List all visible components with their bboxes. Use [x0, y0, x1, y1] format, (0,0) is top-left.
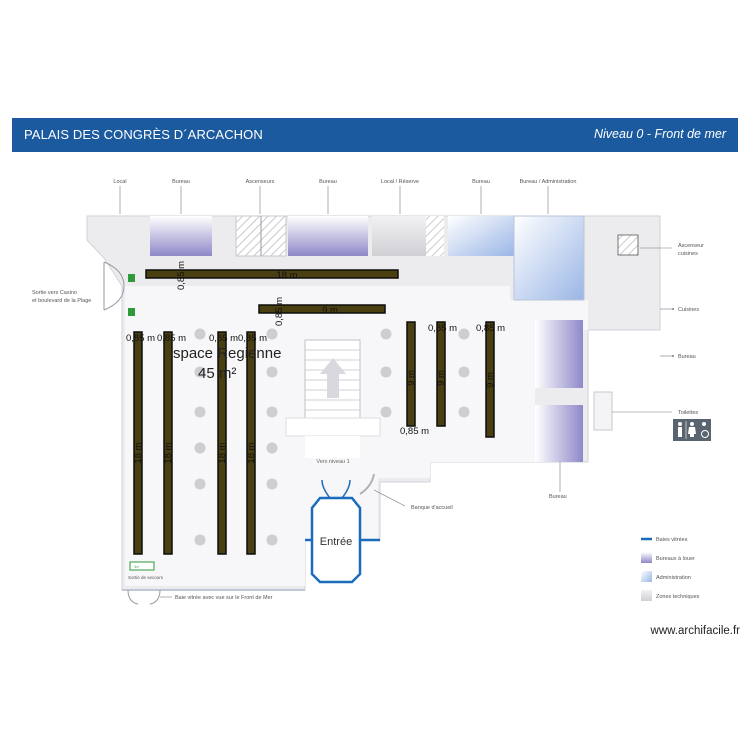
label-bureau-2: Bureau — [319, 179, 337, 185]
bar-v4-length: 18 m — [246, 442, 257, 463]
bar-v2-length: 18 m — [163, 442, 174, 463]
label-toilettes: Toilettes — [678, 410, 698, 416]
local-reserve-room — [372, 216, 426, 256]
label-sortie-casino: Sortie vers Casino — [32, 290, 77, 296]
label-local-reserve: Local / Réserve — [381, 179, 419, 185]
bar-v5-length: 9 m — [406, 370, 417, 386]
label-bureau-1: Bureau — [172, 179, 190, 185]
bar-v3-length: 18 m — [217, 442, 228, 463]
label-bureau-right: Bureau — [678, 354, 696, 360]
bureau-room-2 — [288, 216, 368, 256]
bar-v4-width: 0,85 m — [238, 333, 267, 344]
kitchen-elevator — [617, 234, 639, 256]
top-labels: Local Bureau Ascenseurs Bureau Local / R… — [113, 179, 576, 185]
bar-vertical-2 — [163, 331, 173, 555]
bar-h2-width: 0,85 m — [274, 297, 285, 326]
bar-v6-width: 0,85 m — [428, 323, 457, 334]
bar-horizontal-9m — [258, 304, 386, 314]
top-rooms — [150, 215, 639, 301]
bureau-room-bottom — [535, 405, 583, 462]
exit-sign-1 — [128, 274, 135, 282]
entrance-label: Entrée — [320, 536, 352, 548]
label-boulevard: et boulevard de la Plage — [32, 298, 91, 304]
administration-room — [513, 215, 585, 301]
bureau-room-right — [535, 320, 583, 388]
bar-v1-length: 18 m — [133, 442, 144, 463]
emergency-doors — [127, 589, 161, 605]
bar-v5-width: 0,85 m — [400, 426, 429, 437]
casino-exit-door — [103, 261, 125, 311]
exit-sign-2 — [128, 308, 135, 316]
bar-v7-length: 9 m — [485, 372, 496, 388]
left-labels: Sortie vers Casino et boulevard de la Pl… — [32, 290, 91, 304]
venue-title: PALAIS DES CONGRÈS D´ARCACHON — [24, 127, 263, 142]
legend-swatch-technique — [641, 590, 652, 601]
bureau-room-1 — [150, 216, 212, 256]
watermark: www.archifacile.fr — [650, 625, 741, 637]
legend-label-technique: Zones techniques — [656, 594, 700, 600]
label-ascenseur-cuisines: cuisines — [678, 251, 698, 257]
right-leader-lines — [559, 247, 672, 492]
up-arrow-icon — [320, 358, 346, 398]
label-bureau-bottom: Bureau — [549, 494, 567, 500]
legend: Baies vitrées Bureaux à louer Administra… — [641, 537, 700, 601]
label-ascenseur: Ascenseur — [678, 243, 704, 249]
entrance: Entrée — [305, 479, 380, 584]
pillars — [194, 328, 470, 546]
bar-vertical-7 — [485, 321, 495, 438]
baie-label: Baie vitrée avec vue sur le Front de Mer — [175, 595, 273, 601]
title-banner: PALAIS DES CONGRÈS D´ARCACHON Niveau 0 -… — [12, 118, 738, 152]
bureau-room-3 — [448, 216, 514, 256]
bar-v1-width: 0,85 m — [126, 333, 155, 344]
room-area: 45 m² — [198, 365, 236, 382]
label-ascenseurs: Ascenseurs — [246, 179, 275, 185]
bar-dimensions: 18 m 0,85 m 9 m 0,85 m 0,85 m 0,85 m 0,8… — [126, 261, 505, 464]
bar-h1-length: 18 m — [276, 270, 297, 281]
accueil-label: Banque d'accueil — [411, 505, 453, 511]
bar-v6-length: 9 m — [436, 370, 447, 386]
level-title: Niveau 0 - Front de mer — [594, 127, 726, 141]
reception-desk — [359, 473, 375, 495]
bar-vertical-6 — [436, 321, 446, 427]
label-bureau-admin: Bureau / Administration — [520, 179, 577, 185]
bar-h1-width: 0,85 m — [176, 261, 187, 290]
bar-vertical-1 — [133, 331, 143, 555]
stairs-label: Vers niveau 1 — [316, 459, 349, 465]
label-local: Local — [113, 179, 126, 185]
room-name: space Regienne — [173, 345, 281, 362]
legend-label-admin: Administration — [656, 575, 691, 581]
label-bureau-3: Bureau — [472, 179, 490, 185]
legend-swatch-admin — [641, 571, 652, 582]
bar-horizontal-18m — [145, 269, 399, 279]
right-labels: Ascenseur cuisines Cuisines Bureau Toile… — [549, 243, 704, 500]
exhibition-bars — [133, 269, 495, 555]
legend-label-bureaux: Bureaux à louer — [656, 556, 695, 562]
bar-v2-width: 0,85 m — [157, 333, 186, 344]
label-cuisines: Cuisines — [678, 307, 699, 313]
technical-stair — [426, 216, 444, 256]
toilets-icon — [673, 419, 711, 441]
toilets-room — [593, 391, 613, 431]
bar-vertical-5 — [406, 321, 416, 427]
svg-text:⇦: ⇦ — [134, 565, 139, 571]
bar-v3-width: 0,85 m — [209, 333, 238, 344]
bar-vertical-3 — [217, 331, 227, 555]
legend-swatch-bureaux — [641, 552, 652, 563]
bar-h2-length: 9 m — [322, 305, 338, 316]
legend-label-baies: Baies vitrées — [656, 537, 688, 543]
bar-v7-width: 0,85 m — [476, 323, 505, 334]
right-rooms — [535, 320, 613, 462]
bar-vertical-4 — [246, 331, 256, 555]
top-leader-lines — [119, 186, 549, 214]
stairs — [285, 339, 381, 458]
emergency-exit-sign — [129, 561, 155, 571]
bottom-leader-lines — [160, 489, 406, 598]
secours-label: Sortie de secours — [128, 575, 164, 580]
